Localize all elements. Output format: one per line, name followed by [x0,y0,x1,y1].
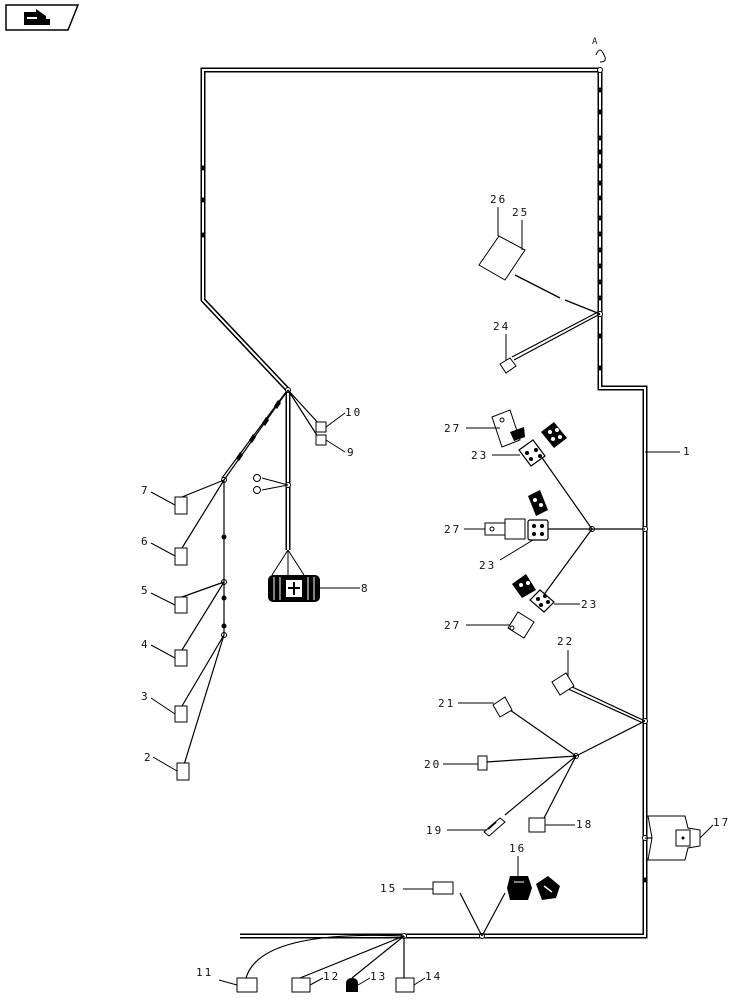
callout-9: 9 [347,446,356,459]
socket-middle-cluster [528,490,548,516]
left-leader-lines [150,412,346,772]
callout-14: 14 [425,970,442,983]
callout-23-top: 23 [471,449,488,462]
connector-a: A [592,37,606,63]
callout-20: 20 [424,758,441,771]
relay-27-bottom [466,611,535,639]
bottom-branch [245,892,506,979]
left-branch-clips [221,400,281,629]
callout-18: 18 [576,818,593,831]
bottom-connectors [236,876,560,993]
callout-3: 3 [141,690,150,703]
main-harness-trunk [200,67,648,939]
callout-6: 6 [141,535,150,548]
callout-10: 10 [345,406,362,419]
connector-a-label: A [592,37,598,47]
callout-17: 17 [713,816,730,829]
callout-25: 25 [512,206,529,219]
callout-27-bottom: 27 [444,619,461,632]
callout-24: 24 [493,320,510,333]
callout-27-middle: 27 [444,523,461,536]
component-17 [647,815,714,861]
relay-sockets [537,451,645,601]
callout-13: 13 [370,970,387,983]
callout-2: 2 [144,751,153,764]
trunk-markers [200,87,648,883]
callout-23-middle: 23 [479,559,496,572]
lower-right-leaders [443,650,575,831]
junction-nodes [221,67,648,939]
callout-26: 26 [490,193,507,206]
callout-21: 21 [438,697,455,710]
callout-11: 11 [196,966,213,979]
relay-26-25 [478,207,601,374]
callout-5: 5 [141,584,150,597]
callout-12: 12 [323,970,340,983]
callout-1: 1 [683,445,692,458]
ring-terminals [253,474,289,494]
socket-23-bottom [529,589,580,613]
socket-23-middle [499,519,549,561]
callout-27-top: 27 [444,422,461,435]
callout-16: 16 [509,842,526,855]
left-connectors [174,421,327,781]
socket-23-top [492,439,546,467]
callout-23-bottom: 23 [581,598,598,611]
socket-bottom-cluster [512,574,536,598]
callout-8: 8 [361,582,370,595]
callout-19: 19 [426,824,443,837]
lower-right-connectors [477,672,575,837]
fuse-block-8 [268,549,360,602]
relay-27-top [466,409,525,448]
callout-7: 7 [141,484,150,497]
bottom-leaders [218,856,519,986]
callout-22: 22 [557,635,574,648]
callout-15: 15 [380,882,397,895]
callout-4: 4 [141,638,150,651]
lower-right-branch [485,684,660,839]
callout-labels: 1 2 3 4 5 6 7 8 9 10 11 12 13 14 15 16 1… [141,193,730,983]
relay-27-middle [464,518,526,540]
socket-top-cluster [541,422,567,448]
back-navigation-icon[interactable] [5,4,80,31]
